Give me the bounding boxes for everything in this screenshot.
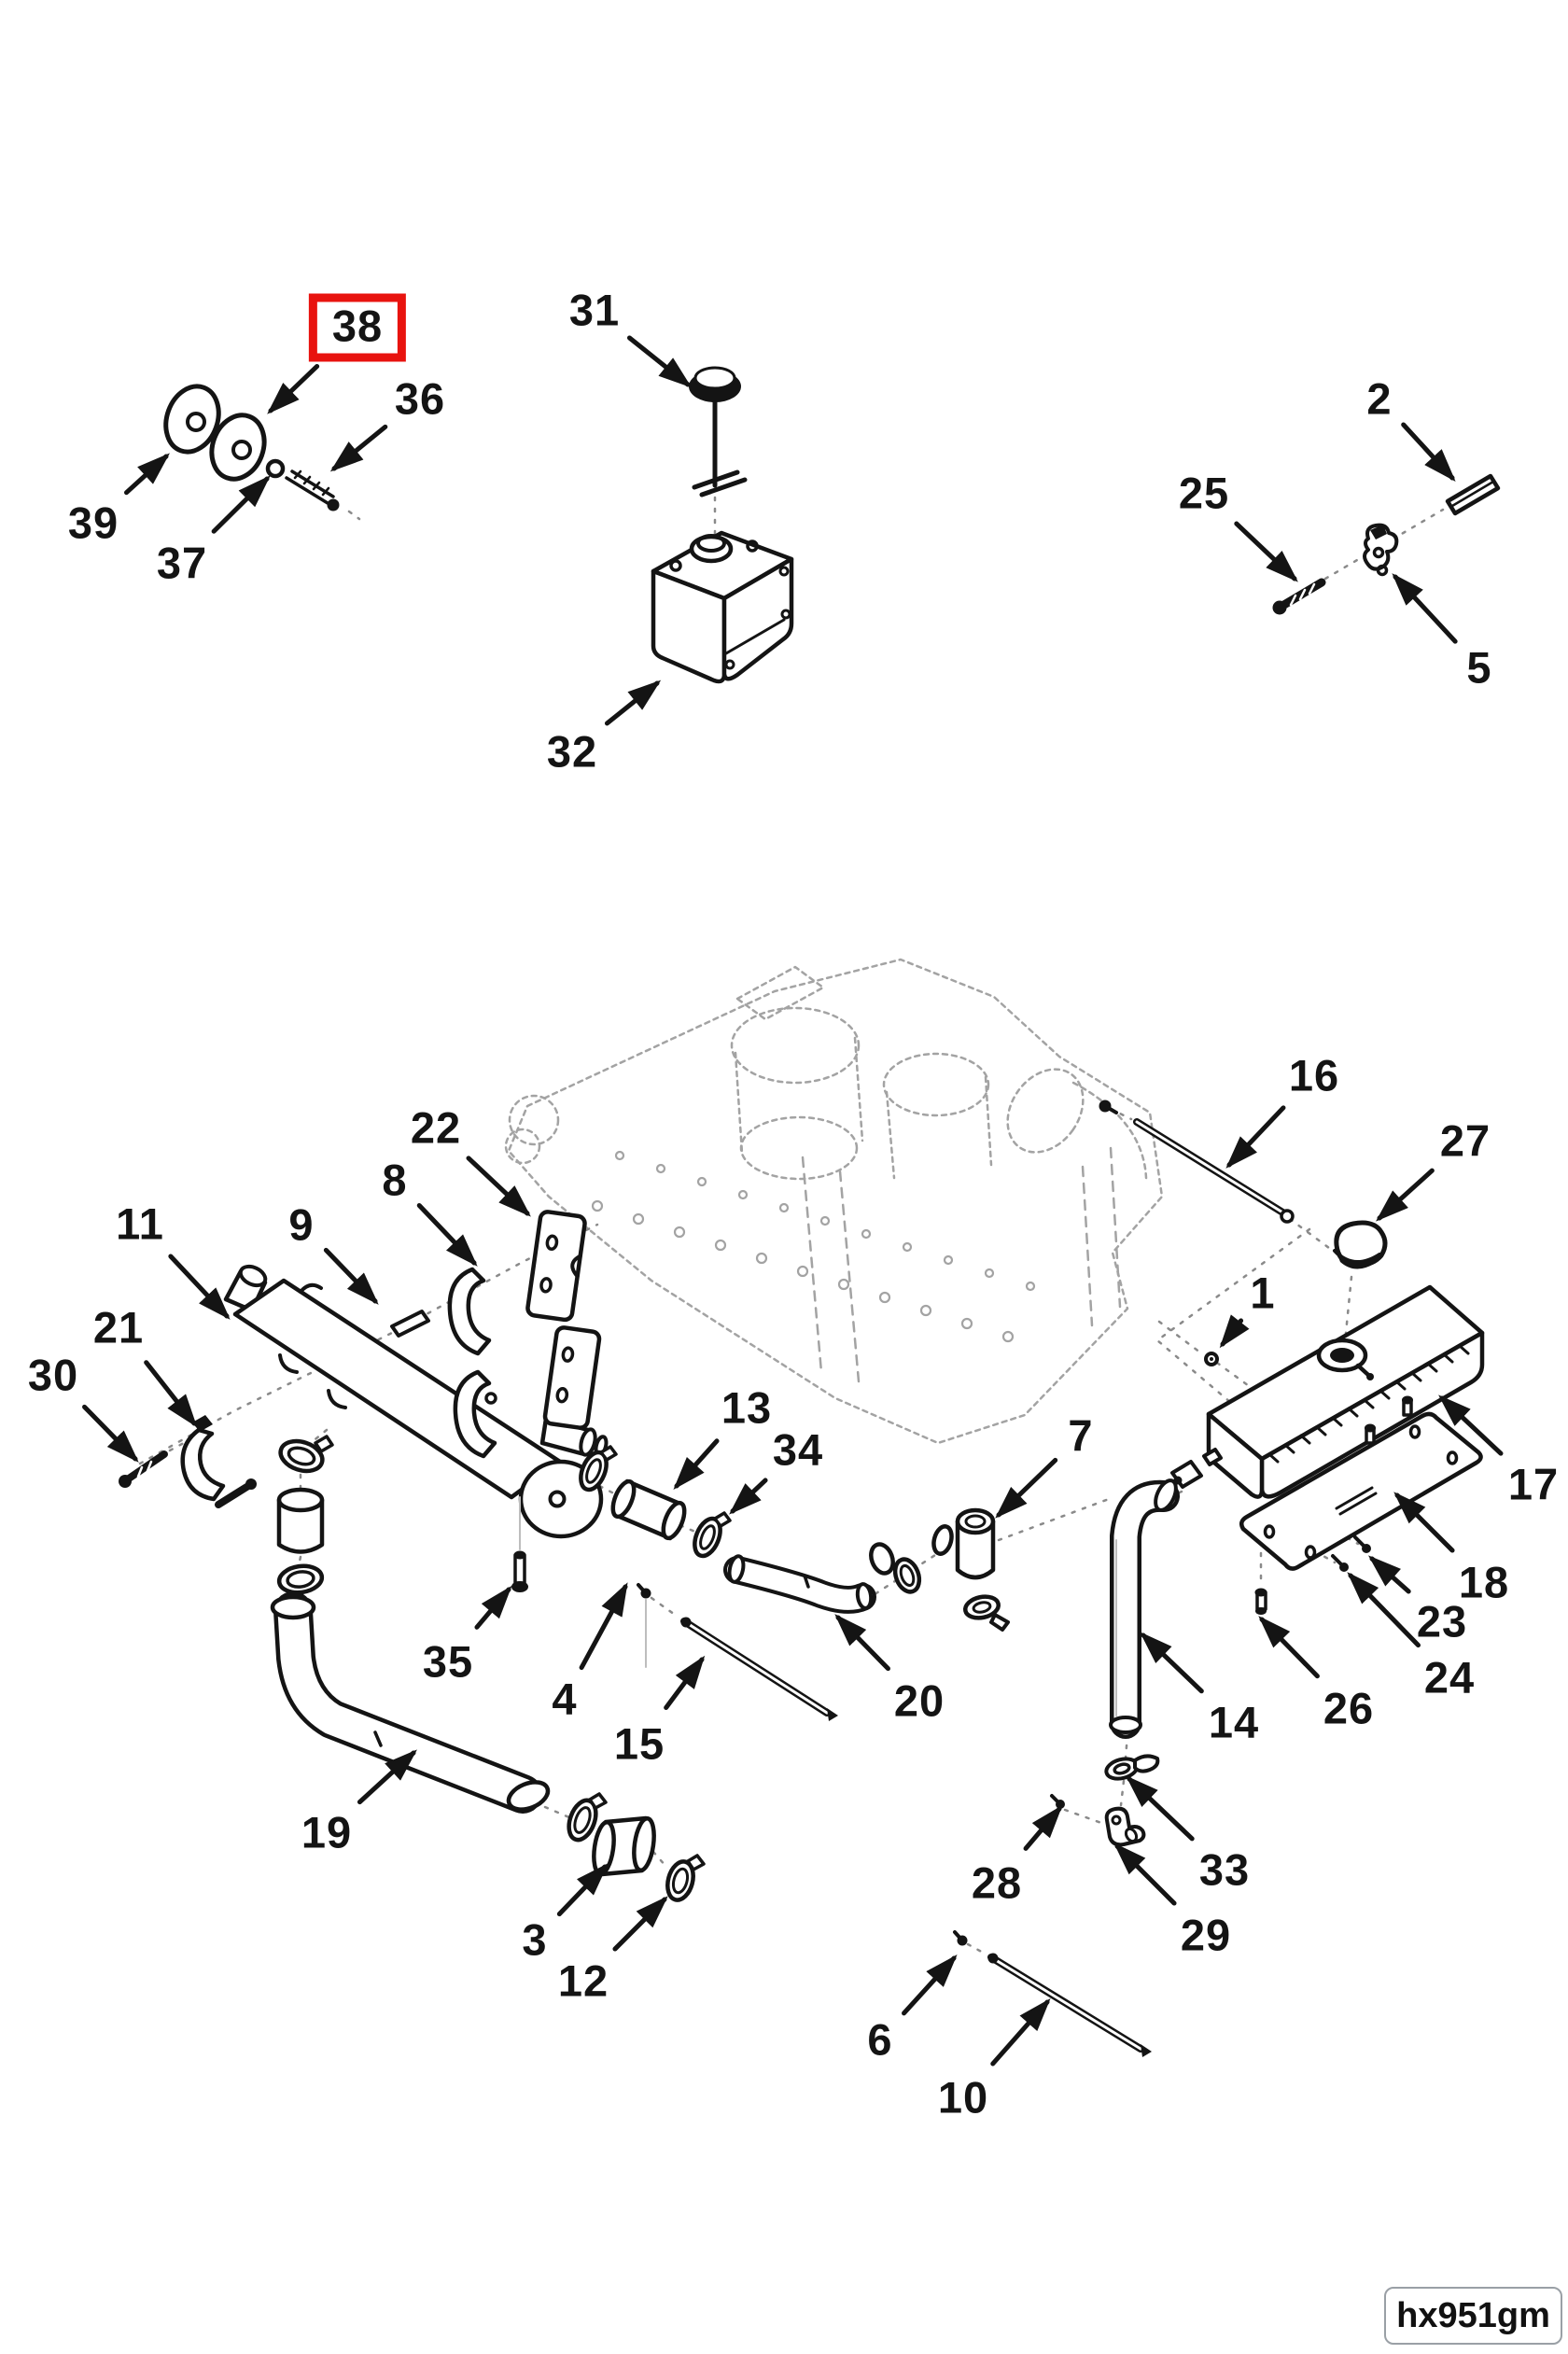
callout-arrow-17 xyxy=(1438,1394,1504,1456)
part-9-key xyxy=(390,1310,430,1338)
part-7-elbow xyxy=(869,1507,1010,1632)
callout-arrow-25 xyxy=(1234,521,1298,582)
part-19-hose xyxy=(270,1591,551,1814)
part-12-clamp xyxy=(665,1854,706,1902)
callout-arrow-11 xyxy=(168,1254,231,1320)
part-37-ring xyxy=(265,458,286,479)
callout-arrow-37 xyxy=(211,475,271,534)
callout-arrow-23 xyxy=(1368,1555,1411,1594)
callout-arrow-3 xyxy=(556,1863,609,1917)
callout-arrow-9 xyxy=(323,1247,379,1305)
callout-arrow-27 xyxy=(1376,1168,1435,1222)
part-22-plate-upper xyxy=(525,1210,587,1323)
callout-arrow-34 xyxy=(729,1478,768,1515)
callout-arrow-35 xyxy=(474,1585,512,1630)
part-14-standpipe xyxy=(1109,1478,1180,1739)
part-8-saddle-lower xyxy=(453,1369,497,1459)
callout-arrow-2 xyxy=(1401,422,1456,482)
callout-arrow-31 xyxy=(626,335,693,388)
callout-arrow-10 xyxy=(990,1997,1051,2067)
callout-arrow-21 xyxy=(144,1360,198,1428)
callout-arrow-5 xyxy=(1392,573,1458,644)
part-16-rod xyxy=(1099,1100,1295,1224)
part-1-bolt xyxy=(1204,1352,1219,1366)
callout-arrow-7 xyxy=(995,1457,1058,1519)
callout-arrow-38 xyxy=(267,363,320,414)
figure-code-badge: hx951gm xyxy=(1384,2287,1562,2345)
part-20-hose xyxy=(723,1554,876,1614)
part-4-bolt xyxy=(637,1583,651,1668)
engine-ghost-drawing xyxy=(504,958,1164,1445)
part-17-coolant-tank xyxy=(1170,1284,1485,1499)
part-27-cap xyxy=(1333,1220,1388,1269)
callout-arrow-12 xyxy=(612,1896,668,1952)
part-2-tube xyxy=(1445,473,1501,516)
part-3-hose xyxy=(592,1815,656,1877)
part-29-fitting xyxy=(1104,1806,1146,1847)
callout-arrow-26 xyxy=(1258,1616,1320,1679)
cooler-clamp-upper xyxy=(278,1435,334,1474)
callout-arrow-6 xyxy=(902,1955,958,2016)
callout-arrow-20 xyxy=(834,1614,890,1672)
part-10-rod xyxy=(987,1953,1152,2057)
part-30-bolt xyxy=(119,1450,168,1488)
part-35-bolt xyxy=(511,1496,528,1592)
washer-pin-group xyxy=(163,384,340,511)
callout-arrow-15 xyxy=(664,1655,706,1710)
part-22-plate-lower xyxy=(542,1325,602,1430)
callout-arrow-30 xyxy=(82,1404,139,1463)
clamp-near-19 xyxy=(567,1792,608,1843)
part-39-washer xyxy=(163,384,221,455)
callout-arrow-8 xyxy=(416,1202,478,1267)
part-32-reservoir-tank xyxy=(651,530,794,684)
callout-arrow-14 xyxy=(1140,1632,1204,1694)
part-36-pin xyxy=(285,469,340,511)
part-31-dipstick xyxy=(689,366,748,497)
callout-arrow-29 xyxy=(1113,1843,1177,1906)
callout-arrow-39 xyxy=(123,453,170,496)
part-25-stud xyxy=(1272,578,1326,615)
cooler-clamp-lower xyxy=(276,1563,325,1595)
callout-arrow-1 xyxy=(1219,1314,1250,1349)
callout-arrow-22 xyxy=(466,1156,531,1217)
callout-arrow-28 xyxy=(1023,1804,1063,1851)
part-34-clamp xyxy=(693,1511,732,1559)
callout-arrow-32 xyxy=(604,680,662,726)
stud-clip-group xyxy=(1272,473,1501,615)
clamp-near-13 xyxy=(579,1445,618,1492)
part-5-clip xyxy=(1363,523,1399,577)
part-24-bolt xyxy=(1331,1554,1349,1572)
part-23-bolt xyxy=(1353,1535,1371,1553)
part-38-washer xyxy=(209,413,267,482)
hose-group-center xyxy=(511,1445,1010,1721)
callout-arrow-19 xyxy=(357,1749,417,1805)
figure-code-text: hx951gm xyxy=(1396,2296,1550,2335)
callout-arrow-18 xyxy=(1393,1492,1455,1553)
part-18-mount-plate xyxy=(1239,1395,1483,1571)
coolant-tank-group xyxy=(1099,1100,1485,1615)
reservoir-group xyxy=(651,366,794,684)
standpipe-group xyxy=(953,1478,1180,2057)
mount-hardware-group xyxy=(119,1210,602,1508)
part-26-bolt xyxy=(1254,1588,1267,1615)
part-13-hose xyxy=(610,1478,687,1541)
callout-arrow-16 xyxy=(1225,1105,1286,1169)
part-21-clamp xyxy=(180,1415,257,1508)
cooler-sleeve xyxy=(276,1487,325,1554)
part-8-saddle-upper xyxy=(447,1267,492,1356)
callout-arrow-13 xyxy=(673,1438,720,1490)
callout-arrow-4 xyxy=(579,1582,628,1671)
part-33-clamp xyxy=(1104,1754,1160,1781)
lower-hose-group xyxy=(270,1591,706,1902)
callout-arrow-33 xyxy=(1126,1775,1195,1842)
callout-arrow-24 xyxy=(1347,1572,1421,1648)
callout-arrow-36 xyxy=(329,424,388,472)
part-15-rod xyxy=(680,1617,838,1721)
part-6-bolt xyxy=(953,1930,968,1946)
callout-arrows xyxy=(82,335,1504,2067)
